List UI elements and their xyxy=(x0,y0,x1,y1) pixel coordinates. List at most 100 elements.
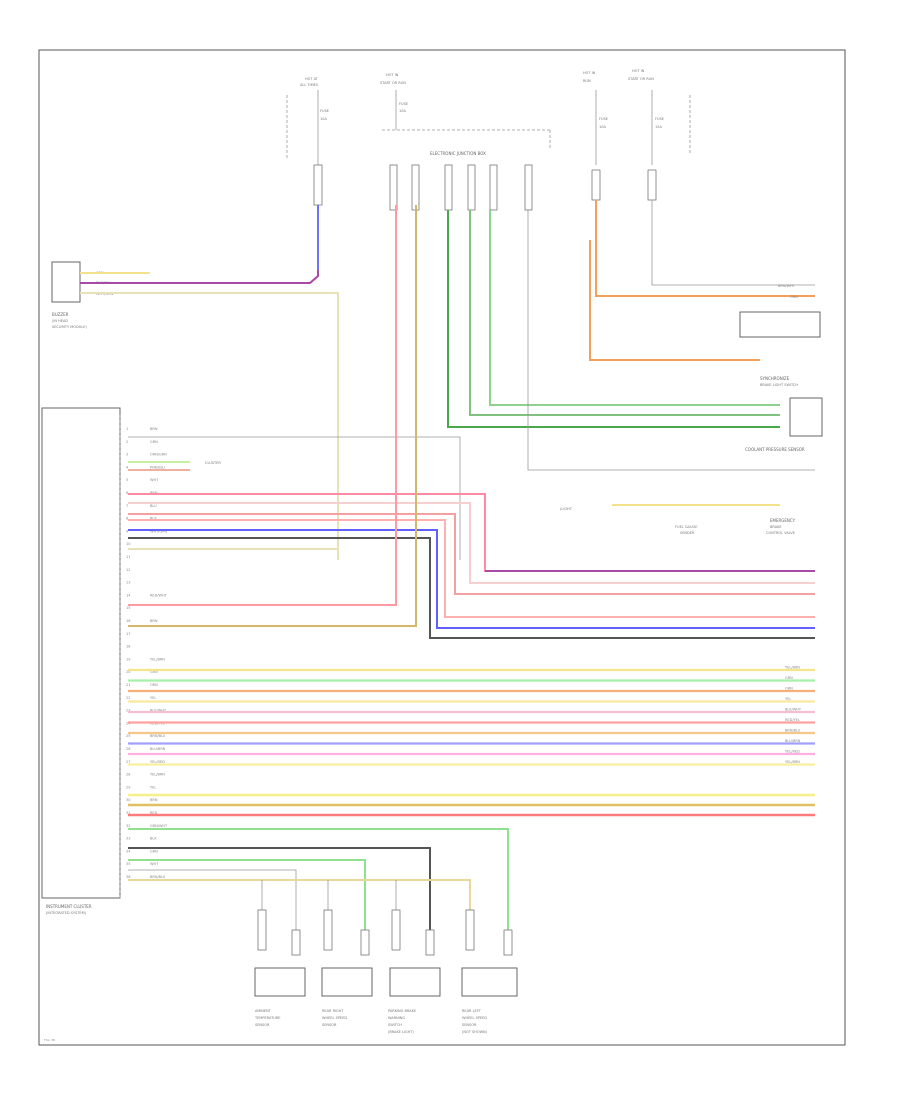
bus-wire-label: YEL/RED xyxy=(785,750,800,754)
bottom-sensor-label: SENSOR xyxy=(462,1023,477,1027)
module-pin-label: RED xyxy=(150,811,158,815)
fuse-4-line2: START OR RUN xyxy=(628,77,654,81)
module-name: INSTRUMENT CLUSTER xyxy=(46,904,92,909)
fuse-4-amp: 15A xyxy=(655,125,662,129)
bottom-sensor-label: REAR RIGHT xyxy=(322,1009,344,1013)
junction-pins xyxy=(389,164,533,211)
bus-wire-label: ORN xyxy=(785,687,793,691)
fuse-2-amp: 10A xyxy=(399,109,406,113)
buzzer-subtitle: (IN HEAD xyxy=(52,319,68,323)
module-pin-number: 27 xyxy=(126,760,130,764)
fuse-1-amp: 10A xyxy=(320,117,327,121)
module-pin-number: 28 xyxy=(126,773,130,777)
module-pin-number: 31 xyxy=(126,811,130,815)
right-wire-label-2: ORN xyxy=(790,295,798,299)
bottom-sensor-label: SENSOR xyxy=(255,1023,270,1027)
module-pin-number: 21 xyxy=(126,683,130,687)
module-pin-number: 14 xyxy=(126,593,131,597)
bottom-sensor-boxes xyxy=(254,909,518,997)
right-wire-label-1: BRN/WHT xyxy=(778,284,796,288)
right-sensors: BRN/WHT ORN SYNCHRONIZE BRAKE LIGHT SWIT… xyxy=(447,200,823,535)
module-pin-number: 7 xyxy=(126,504,128,508)
bottom-sensor-label: (BRAKE LIGHT) xyxy=(388,1030,415,1034)
fuse-stack-3: HOT IN RUN FUSE 10A xyxy=(583,71,608,201)
fuse-2-fuse: FUSE xyxy=(399,102,408,106)
bus-wire-label: YEL xyxy=(785,697,791,701)
module-pin-number: 9 xyxy=(126,529,128,533)
module-pin-label: PNK/BLU xyxy=(150,465,165,469)
fuel-gauge: FUEL GAUGE xyxy=(675,525,697,529)
bus-wire-label: BLU/BRN xyxy=(785,739,801,743)
bottom-sensor-label: TEMPERATURE xyxy=(254,1016,280,1020)
bottom-sensor-label: SENSOR xyxy=(322,1023,337,1027)
fuel-gauge-sender: SENDER xyxy=(680,531,695,535)
fuse-3-line2: RUN xyxy=(583,79,591,83)
bottom-sensor-label: WHEEL SPEED xyxy=(462,1016,487,1020)
module-pin-number: 26 xyxy=(126,747,130,751)
module-pin-number: 35 xyxy=(126,862,130,866)
module-pin-number: 30 xyxy=(126,798,130,802)
fuse-1-line1: HOT AT xyxy=(305,77,319,81)
fuse-3-amp: 10A xyxy=(599,125,606,129)
buzzer-name: BUZZER xyxy=(52,312,69,317)
fuse-1-line2: ALL TIMES xyxy=(300,83,319,87)
module-pin-number: 16 xyxy=(126,619,130,623)
module-pin-label: WHT xyxy=(150,478,159,482)
bus-wire-label: BLK/WHT xyxy=(785,708,802,712)
module-pin-label: BRN xyxy=(150,798,158,802)
fuse-1-fuse: FUSE xyxy=(320,109,329,113)
module-pin-number: 36 xyxy=(126,875,130,879)
module-pin-label: ORN xyxy=(150,683,158,687)
bus-wire-label: RED/YEL xyxy=(785,718,800,722)
emergency-label-2: BRAKE xyxy=(770,525,782,529)
fuse-2-line1: HOT IN xyxy=(386,73,399,77)
bus-wire-label: BRN/BLU xyxy=(785,729,801,733)
fuse-stack-2: HOT IN START OR RUN FUSE 10A ELECTRONIC … xyxy=(380,73,551,156)
bottom-sensor-label: REAR LEFT xyxy=(462,1009,482,1013)
wire-bus: YEL/BRN GRN ORN YEL BLK/WHT RED/YEL BRN/BLU BLU… xyxy=(128,666,815,817)
module-pin-number: 2 xyxy=(126,440,128,444)
bottom-sensor-label: WHEEL SPEED xyxy=(322,1016,347,1020)
module-pin-label: BLK/WHT xyxy=(150,709,167,713)
fuse-stack-1: HOT AT ALL TIMES FUSE 10A xyxy=(286,77,329,206)
bus-wire-label: YEL/BRN xyxy=(785,666,800,670)
module-pin-label: BRN/BLU xyxy=(150,734,166,738)
module-pin-label: YEL/RED xyxy=(150,760,165,764)
left-mid-label: CLUSTER xyxy=(205,461,221,465)
module-pin-label: GRN xyxy=(150,440,158,444)
bottom-sensor-label: WARNING xyxy=(388,1016,405,1020)
instrument-cluster-module: INSTRUMENT CLUSTER (INTEGRATED SYSTEM) xyxy=(41,407,121,915)
module-pin-number: 18 xyxy=(126,645,130,649)
module-pin-label: YEL/BRN xyxy=(150,773,165,777)
fuse-4-fuse: FUSE xyxy=(655,117,664,121)
module-pin-label: WHT xyxy=(150,862,159,866)
module-pin-label: YEL/BRN xyxy=(150,657,165,661)
module-pin-number: 15 xyxy=(126,606,130,610)
bottom-sensor-label: SWITCH xyxy=(388,1023,402,1027)
module-pin-number: 17 xyxy=(126,632,130,636)
module-pin-label: RED/WHT xyxy=(150,593,168,597)
module-pin-number: 20 xyxy=(126,670,130,674)
module-pin-number: 29 xyxy=(126,785,130,789)
module-pin-number: 32 xyxy=(126,824,130,828)
bus-wire-label: YEL/BRN xyxy=(785,760,800,764)
diagram-frame xyxy=(38,49,846,1046)
module-pin-label: BRN xyxy=(150,619,158,623)
module-pin-label: YEL xyxy=(150,785,156,789)
module-pin-number: 23 xyxy=(126,709,130,713)
module-pin-label: GRN xyxy=(150,670,158,674)
module-pin-number: 6 xyxy=(126,491,128,495)
module-pin-number: 1 xyxy=(126,427,128,431)
module-pin-number: 19 xyxy=(126,657,130,661)
bottom-sensor-label: PARKING BRAKE xyxy=(388,1009,416,1013)
module-pin-label: BRN xyxy=(150,427,158,431)
module-pin-label: GRN xyxy=(150,849,158,853)
fuse-3-line1: HOT IN xyxy=(583,71,596,75)
module-pin-label: ORN/GRN xyxy=(150,453,167,457)
fuse-2-line2: START OR RUN xyxy=(380,81,406,85)
module-pin-number: 8 xyxy=(126,517,128,521)
bottom-wires xyxy=(128,828,509,940)
bottom-sensor-label: (NOT SHOWN) xyxy=(462,1030,488,1034)
module-pin-label: BLK xyxy=(150,837,157,841)
